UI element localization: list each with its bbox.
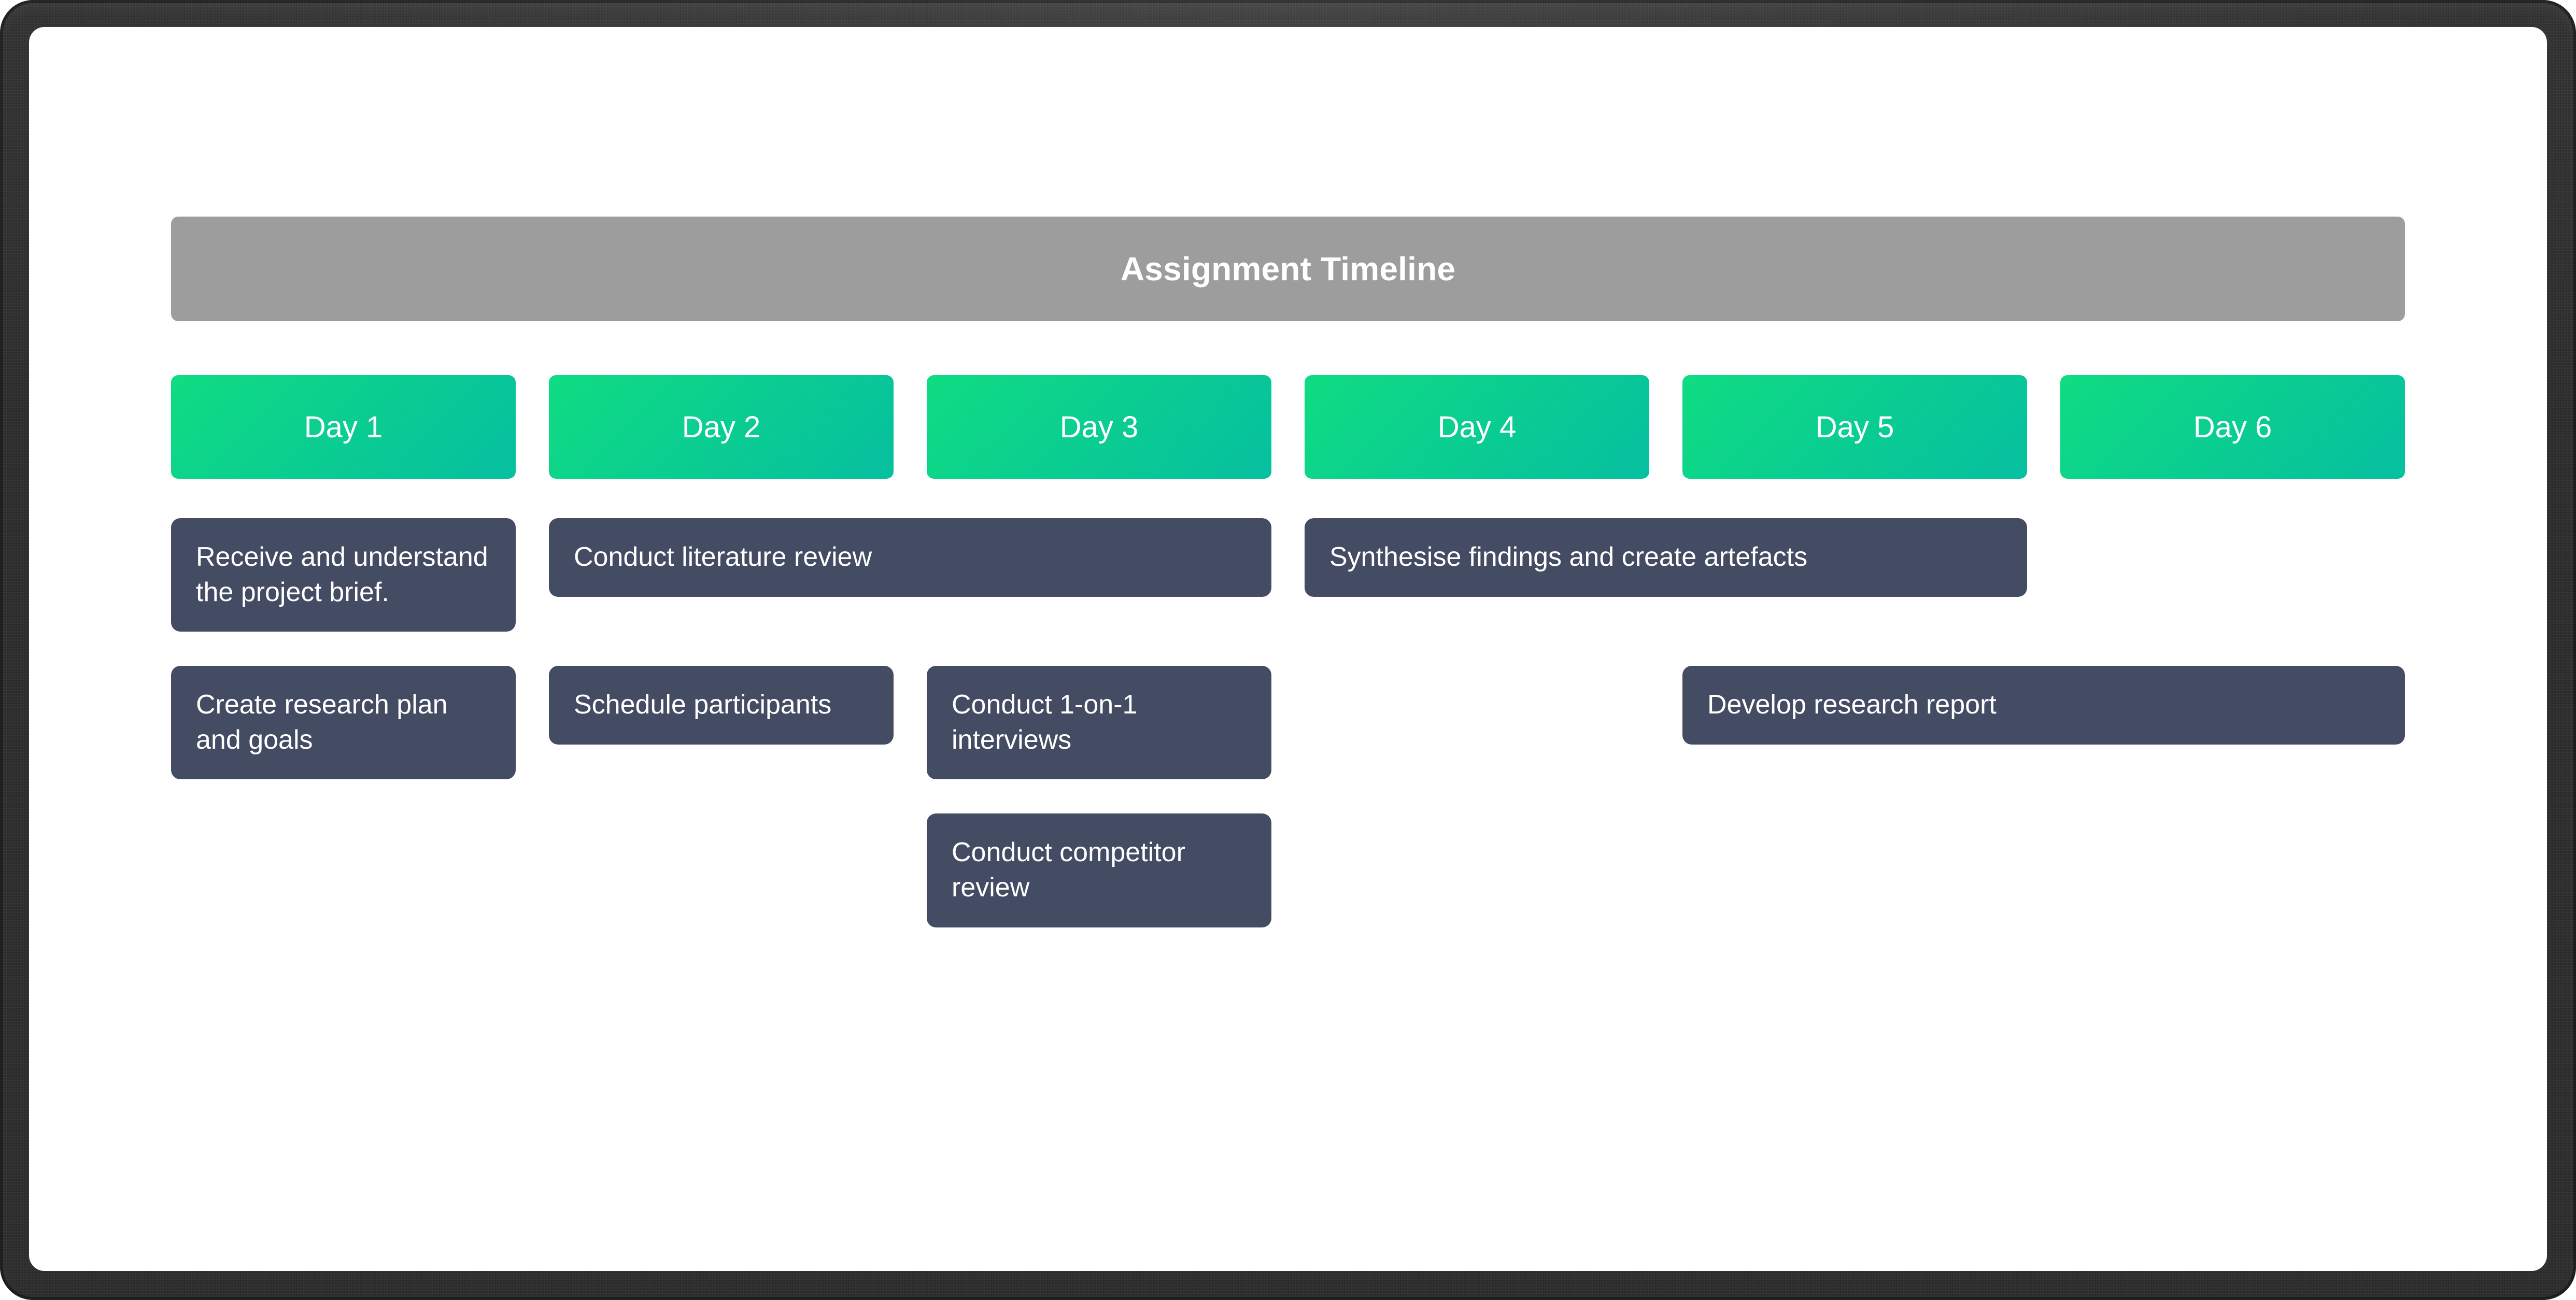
assignment-timeline: Assignment Timeline Day 1 Day 2 Day 3 Da…	[171, 217, 2405, 927]
day-pill-3[interactable]: Day 3	[927, 375, 1271, 479]
day-pill-label: Day 4	[1437, 410, 1517, 444]
day-pill-5[interactable]: Day 5	[1682, 375, 2027, 479]
day-pill-1[interactable]: Day 1	[171, 375, 516, 479]
task-card[interactable]: Schedule participants	[549, 666, 894, 745]
day-pill-label: Day 5	[1815, 410, 1894, 444]
task-label: Create research plan and goals	[196, 690, 448, 755]
task-label: Receive and understand the project brief…	[196, 542, 488, 607]
day-pill-6[interactable]: Day 6	[2060, 375, 2405, 479]
task-label: Conduct literature review	[574, 542, 872, 572]
day-pill-label: Day 1	[304, 410, 383, 444]
task-label: Develop research report	[1707, 690, 1997, 720]
day-pill-4[interactable]: Day 4	[1305, 375, 1649, 479]
day-header-row: Day 1 Day 2 Day 3 Day 4 Day 5 Day 6	[171, 375, 2405, 479]
day-pill-label: Day 3	[1059, 410, 1139, 444]
day-pill-2[interactable]: Day 2	[549, 375, 894, 479]
day-pill-label: Day 2	[682, 410, 761, 444]
day-pill-label: Day 6	[2193, 410, 2272, 444]
task-label: Schedule participants	[574, 690, 832, 720]
task-card[interactable]: Synthesise findings and create artefacts	[1305, 518, 2027, 597]
task-label: Conduct competitor review	[952, 837, 1185, 903]
task-label: Conduct 1-on-1 interviews	[952, 690, 1138, 755]
task-card[interactable]: Conduct competitor review	[927, 813, 1271, 927]
page-title: Assignment Timeline	[1120, 250, 1456, 288]
task-card[interactable]: Receive and understand the project brief…	[171, 518, 516, 632]
task-label: Synthesise findings and create artefacts	[1329, 542, 1808, 572]
task-card[interactable]: Develop research report	[1682, 666, 2405, 745]
task-card[interactable]: Conduct 1-on-1 interviews	[927, 666, 1271, 780]
task-card[interactable]: Create research plan and goals	[171, 666, 516, 780]
task-card[interactable]: Conduct literature review	[549, 518, 1271, 597]
task-grid: Receive and understand the project brief…	[171, 518, 2405, 927]
diagram-canvas: Assignment Timeline Day 1 Day 2 Day 3 Da…	[29, 27, 2547, 1271]
timeline-header-bar: Assignment Timeline	[171, 217, 2405, 321]
